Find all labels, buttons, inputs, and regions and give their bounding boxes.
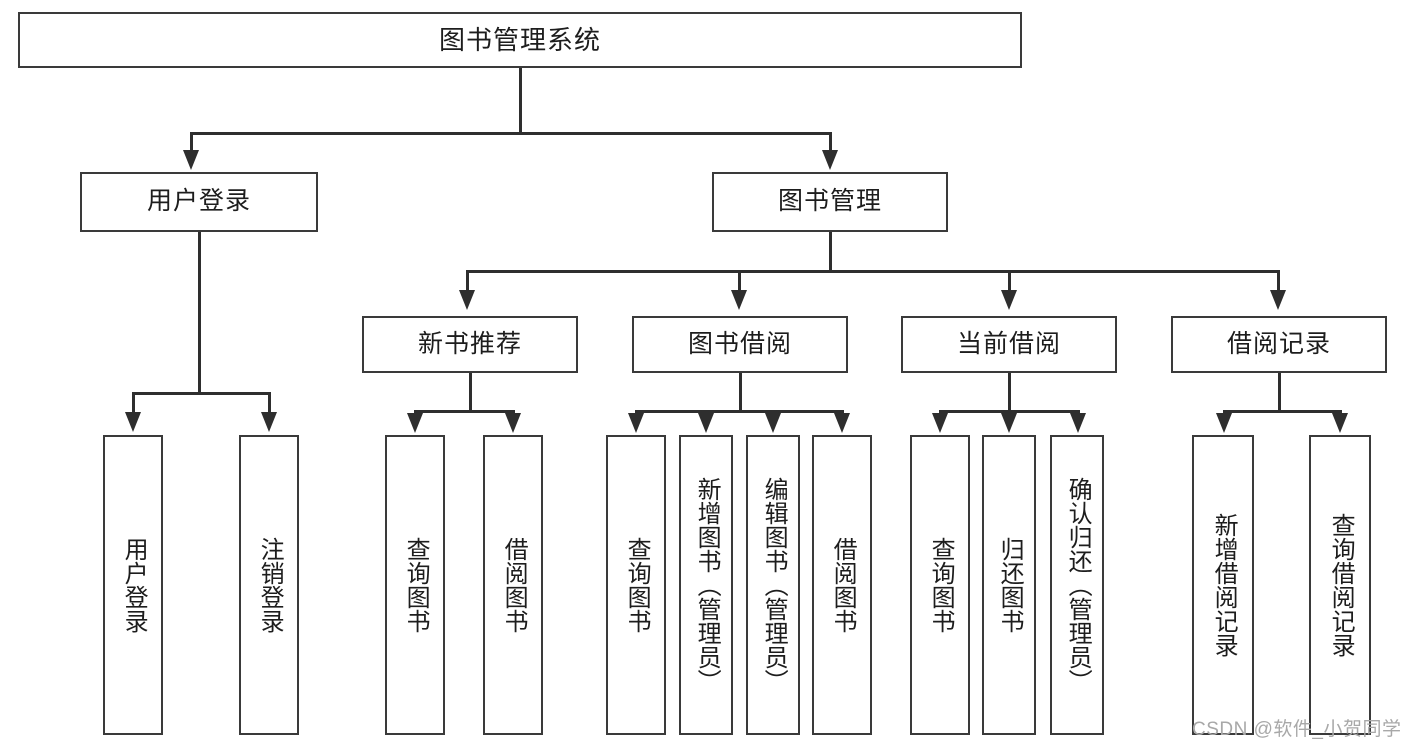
connector-root-bus xyxy=(190,132,831,135)
node-label: 新增借阅记录 xyxy=(1210,513,1238,657)
node-new-book-recommend[interactable]: 新书推荐 xyxy=(362,316,578,373)
connector-bm-drop-4 xyxy=(1277,270,1280,292)
connector-bm-drop-2 xyxy=(738,270,741,292)
node-label: 借阅图书 xyxy=(500,537,528,633)
connector-bm-drop-3 xyxy=(1008,270,1011,292)
node-label: 当前借阅 xyxy=(956,329,1061,358)
node-borrow-record[interactable]: 借阅记录 xyxy=(1171,316,1387,373)
node-leaf-confirm-return-admin[interactable]: 确认归还（管理员） xyxy=(1050,435,1104,735)
arrowhead-user-login-leaf-1 xyxy=(125,412,141,432)
node-book-borrow[interactable]: 图书借阅 xyxy=(632,316,848,373)
node-label: 用户登录 xyxy=(146,187,251,216)
node-user-login[interactable]: 用户登录 xyxy=(80,172,318,232)
connector-current-borrow-stem xyxy=(1008,373,1011,410)
node-leaf-edit-book-admin[interactable]: 编辑图书（管理员） xyxy=(746,435,800,735)
node-label: 用户登录 xyxy=(120,537,148,633)
node-label: 查询图书 xyxy=(402,537,430,633)
node-leaf-add-book-admin[interactable]: 新增图书（管理员） xyxy=(679,435,733,735)
connector-new-book-bus xyxy=(415,410,514,413)
node-label: 归还图书 xyxy=(996,537,1024,633)
node-label: 编辑图书（管理员） xyxy=(760,477,788,693)
arrowhead-br-leaf-1 xyxy=(1216,413,1232,433)
node-label: 确认归还（管理员） xyxy=(1064,477,1092,693)
node-label: 新书推荐 xyxy=(417,329,522,358)
connector-user-login-stem xyxy=(198,232,201,392)
node-label: 注销登录 xyxy=(256,537,284,633)
arrowhead-br-leaf-2 xyxy=(1332,413,1348,433)
node-label: 新增图书（管理员） xyxy=(693,477,721,693)
node-current-borrow[interactable]: 当前借阅 xyxy=(901,316,1117,373)
node-leaf-user-login[interactable]: 用户登录 xyxy=(103,435,163,735)
arrowhead-cb-leaf-2 xyxy=(1001,413,1017,433)
connector-root-to-book-management xyxy=(829,132,832,152)
node-leaf-query-borrow-record[interactable]: 查询借阅记录 xyxy=(1309,435,1371,735)
node-label: 图书管理系统 xyxy=(438,24,601,55)
arrowhead-bb-leaf-1 xyxy=(628,413,644,433)
node-leaf-query-book-borrow[interactable]: 查询图书 xyxy=(606,435,666,735)
connector-bm-drop-1 xyxy=(466,270,469,292)
connector-book-borrow-bus xyxy=(636,410,843,413)
connector-book-borrow-stem xyxy=(739,373,742,410)
node-leaf-query-book-current[interactable]: 查询图书 xyxy=(910,435,970,735)
node-root-book-management-system[interactable]: 图书管理系统 xyxy=(18,12,1022,68)
node-leaf-query-book-new[interactable]: 查询图书 xyxy=(385,435,445,735)
connector-root-stem xyxy=(519,68,522,132)
node-book-management[interactable]: 图书管理 xyxy=(712,172,948,232)
connector-book-management-bus xyxy=(466,270,1279,273)
arrowhead-root-to-user-login xyxy=(183,150,199,170)
arrowhead-bm-to-new-book xyxy=(459,290,475,310)
connector-root-to-user-login xyxy=(190,132,193,152)
watermark-text: CSDN @软件_小贺同学 xyxy=(1192,719,1402,740)
node-label: 借阅图书 xyxy=(829,537,857,633)
node-label: 图书管理 xyxy=(777,187,882,216)
connector-user-login-drop-1 xyxy=(132,392,135,414)
arrowhead-bm-to-borrow-record xyxy=(1270,290,1286,310)
arrowhead-bb-leaf-4 xyxy=(834,413,850,433)
arrowhead-bb-leaf-2 xyxy=(698,413,714,433)
arrowhead-bm-to-book-borrow xyxy=(731,290,747,310)
node-label: 图书借阅 xyxy=(687,329,792,358)
node-leaf-logout[interactable]: 注销登录 xyxy=(239,435,299,735)
node-leaf-borrow-book-new[interactable]: 借阅图书 xyxy=(483,435,543,735)
connector-new-book-stem xyxy=(469,373,472,410)
connector-user-login-drop-2 xyxy=(268,392,271,414)
node-label: 查询图书 xyxy=(927,537,955,633)
node-leaf-add-borrow-record[interactable]: 新增借阅记录 xyxy=(1192,435,1254,735)
connector-borrow-record-stem xyxy=(1278,373,1281,410)
node-leaf-borrow-book[interactable]: 借阅图书 xyxy=(812,435,872,735)
arrowhead-new-book-leaf-1 xyxy=(407,413,423,433)
arrowhead-bm-to-current-borrow xyxy=(1001,290,1017,310)
node-leaf-return-book[interactable]: 归还图书 xyxy=(982,435,1036,735)
arrowhead-bb-leaf-3 xyxy=(765,413,781,433)
connector-borrow-record-bus xyxy=(1224,410,1341,413)
node-label: 查询借阅记录 xyxy=(1327,513,1355,657)
node-label: 借阅记录 xyxy=(1226,329,1331,358)
connector-book-management-stem xyxy=(829,232,832,270)
arrowhead-user-login-leaf-2 xyxy=(261,412,277,432)
arrowhead-root-to-book-management xyxy=(822,150,838,170)
arrowhead-cb-leaf-1 xyxy=(932,413,948,433)
node-label: 查询图书 xyxy=(623,537,651,633)
connector-user-login-bus xyxy=(133,392,270,395)
arrowhead-new-book-leaf-2 xyxy=(505,413,521,433)
arrowhead-cb-leaf-3 xyxy=(1070,413,1086,433)
